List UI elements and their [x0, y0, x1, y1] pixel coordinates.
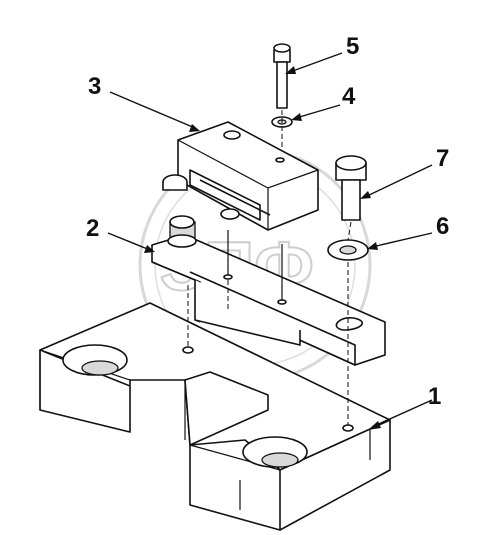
callout-5: 5: [285, 33, 359, 74]
assembly-centerlines: [187, 110, 352, 425]
callout-3: 3: [88, 73, 200, 132]
callout-label-2: 2: [86, 215, 99, 242]
callout-label-6: 6: [436, 213, 449, 240]
callout-label-3: 3: [88, 73, 101, 100]
callout-7: 7: [360, 145, 449, 199]
bolt-part-7: [335, 155, 367, 221]
callout-label-7: 7: [436, 145, 449, 172]
callout-label-5: 5: [346, 33, 359, 60]
screw-part-5: [273, 43, 291, 109]
callout-4: 4: [291, 83, 356, 121]
callout-6: 6: [367, 213, 449, 250]
bracket-plate-part-2: [151, 215, 386, 366]
callout-label-4: 4: [342, 83, 356, 110]
callout-label-1: 1: [428, 383, 441, 410]
micro-switch-part-3: [162, 121, 319, 305]
callout-2: 2: [86, 215, 155, 253]
base-plate-part-1: [39, 302, 391, 531]
washer-part-6: [327, 239, 369, 261]
callout-1: 1: [368, 383, 441, 430]
